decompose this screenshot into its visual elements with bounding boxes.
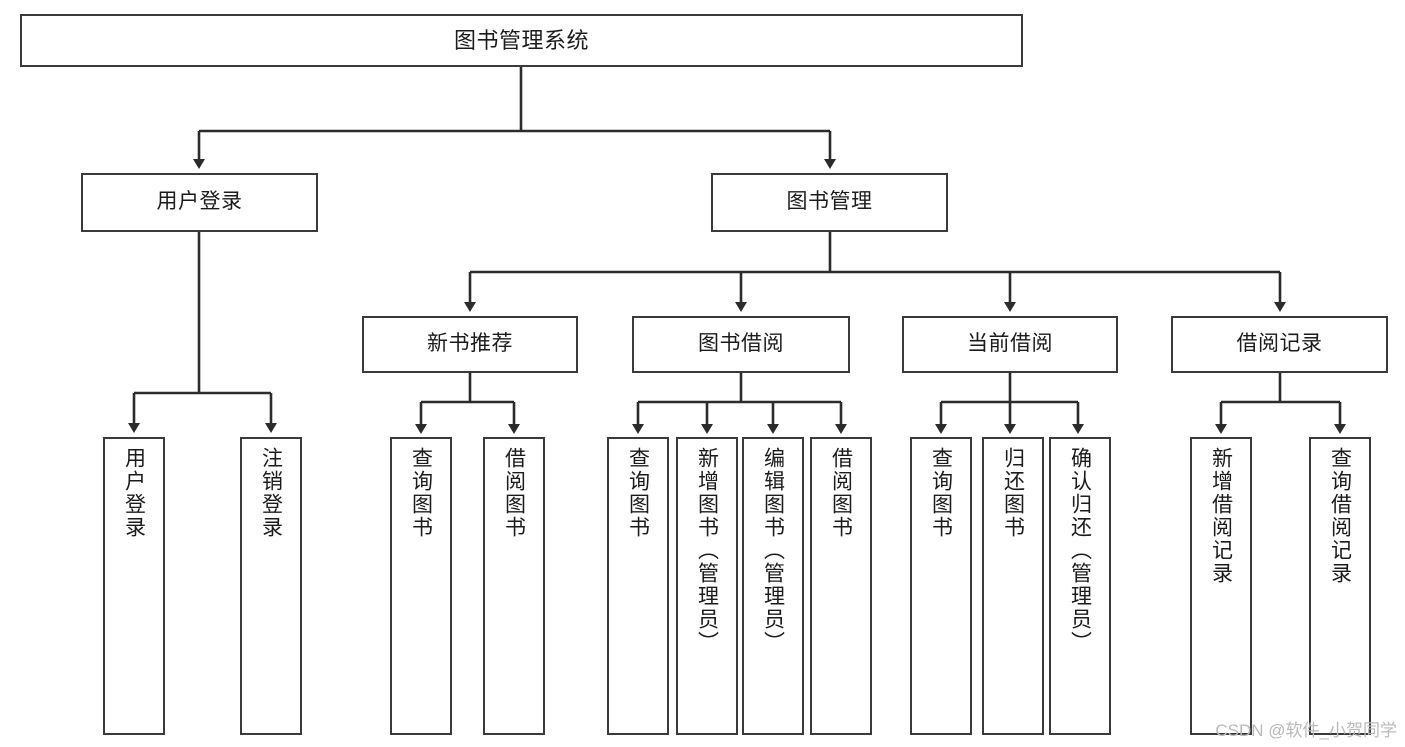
node-label: 图书管理 [786, 190, 873, 214]
node-label: 新增图书（管理员） [695, 447, 719, 654]
node-book-management[interactable]: 图书管理 [711, 173, 948, 232]
node-current-borrow[interactable]: 当前借阅 [902, 316, 1118, 373]
node-label: 用户登录 [156, 190, 243, 214]
leaf-query-borrow-record[interactable]: 查询借阅记录 [1309, 437, 1371, 735]
node-new-book-recommend[interactable]: 新书推荐 [362, 316, 578, 373]
node-borrow-records[interactable]: 借阅记录 [1171, 316, 1388, 373]
node-book-borrow[interactable]: 图书借阅 [632, 316, 850, 373]
leaf-return-books[interactable]: 归还图书 [982, 437, 1044, 735]
node-label: 用户登录 [122, 447, 146, 539]
leaf-borrow-books-recommend[interactable]: 借阅图书 [483, 437, 545, 735]
node-label: 新增借阅记录 [1209, 447, 1233, 585]
node-label: 新书推荐 [427, 332, 513, 356]
node-label: 注销登录 [259, 447, 283, 539]
node-label: 当前借阅 [967, 332, 1053, 356]
leaf-borrow-books[interactable]: 借阅图书 [810, 437, 872, 735]
node-label: 查询借阅记录 [1328, 447, 1352, 585]
leaf-query-books-recommend[interactable]: 查询图书 [390, 437, 452, 735]
node-label: 编辑图书（管理员） [761, 447, 785, 654]
node-label: 借阅图书 [502, 447, 526, 539]
leaf-confirm-return-admin[interactable]: 确认归还（管理员） [1049, 437, 1111, 735]
node-user-login[interactable]: 用户登录 [81, 173, 318, 232]
leaf-edit-book-admin[interactable]: 编辑图书（管理员） [742, 437, 804, 735]
leaf-query-books-borrow[interactable]: 查询图书 [607, 437, 669, 735]
node-label: 查询图书 [929, 447, 953, 539]
node-label: 确认归还（管理员） [1068, 447, 1092, 654]
node-label: 查询图书 [626, 447, 650, 539]
csdn-watermark: CSDN @软件_小贺同学 [1215, 721, 1397, 740]
leaf-query-books-current[interactable]: 查询图书 [910, 437, 972, 735]
leaf-add-borrow-record[interactable]: 新增借阅记录 [1190, 437, 1252, 735]
leaf-user-login[interactable]: 用户登录 [103, 437, 165, 735]
node-root-book-management-system[interactable]: 图书管理系统 [20, 14, 1023, 67]
node-label: 查询图书 [409, 447, 433, 539]
node-label: 借阅图书 [829, 447, 853, 539]
leaf-logout[interactable]: 注销登录 [240, 437, 302, 735]
node-label: 图书管理系统 [453, 27, 589, 53]
leaf-add-book-admin[interactable]: 新增图书（管理员） [676, 437, 738, 735]
node-label: 图书借阅 [698, 332, 784, 356]
node-label: 归还图书 [1001, 447, 1025, 539]
node-label: 借阅记录 [1236, 332, 1323, 356]
